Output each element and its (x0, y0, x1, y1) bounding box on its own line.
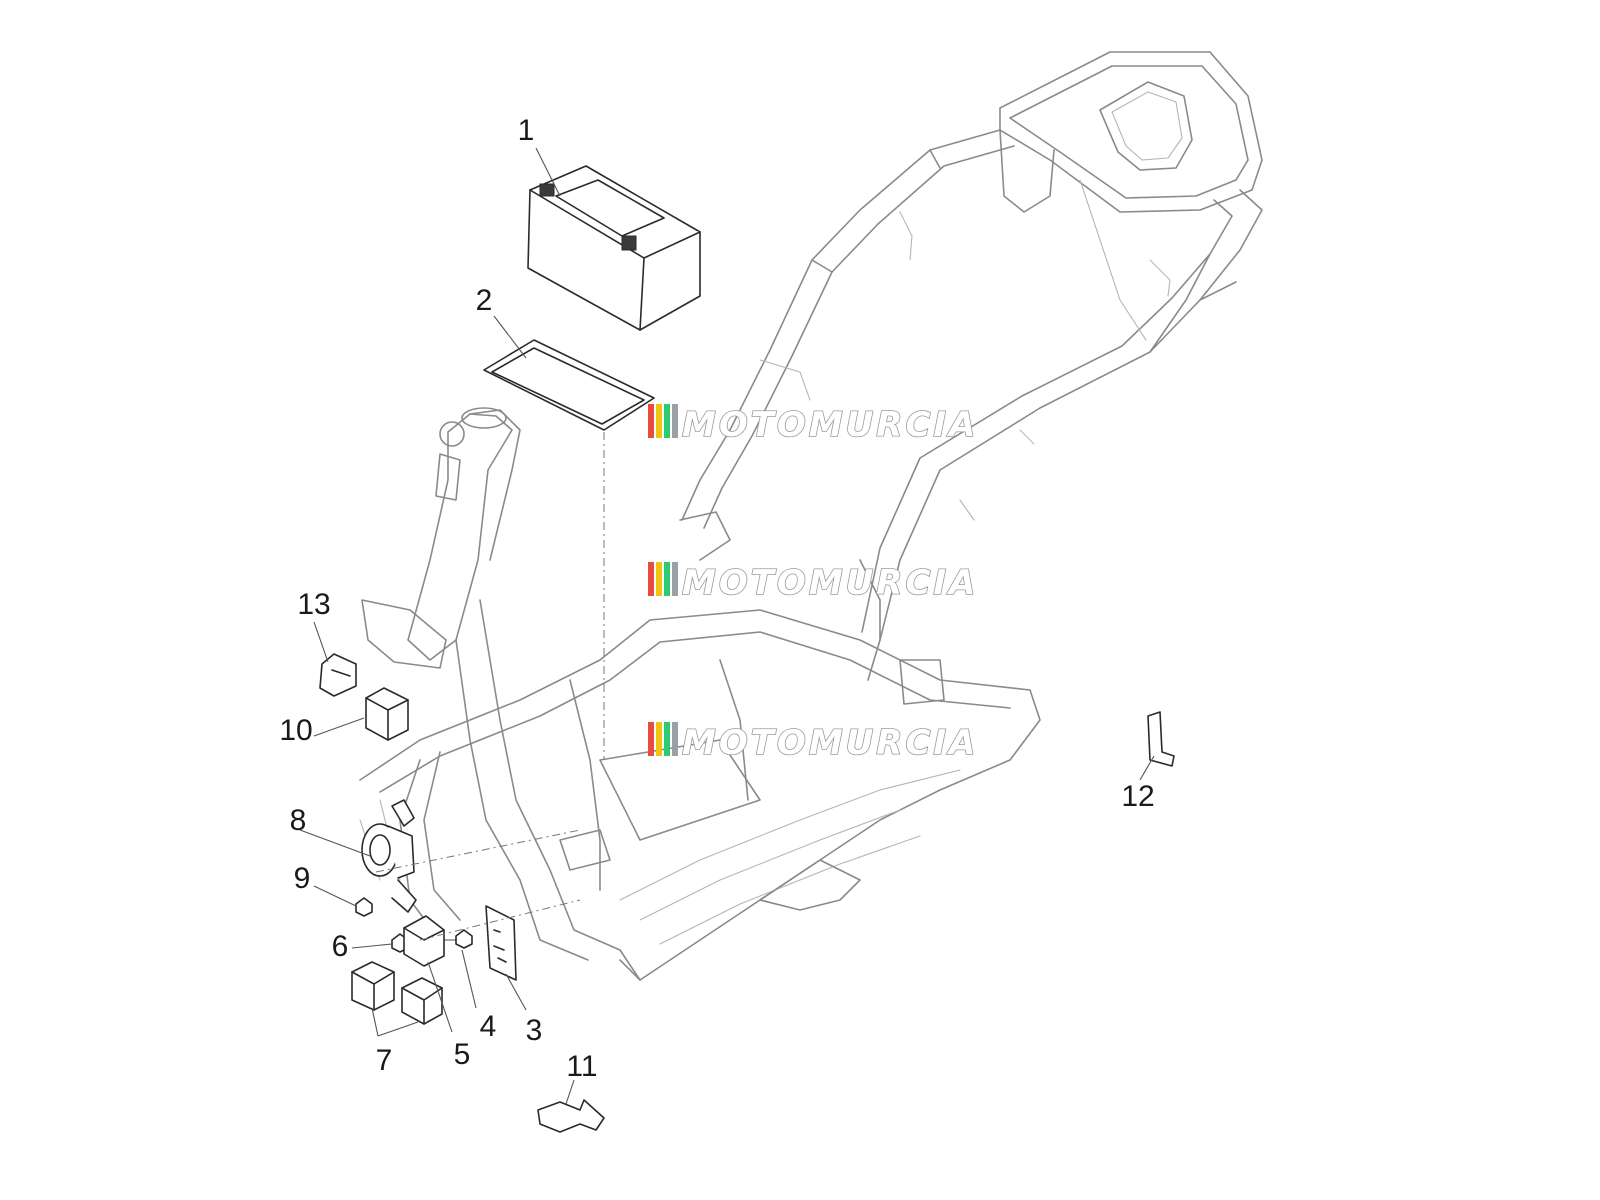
callout-13: 13 (297, 588, 330, 621)
part-horn[interactable] (361, 799, 417, 913)
watermark-text: MOTOMURCIA (682, 563, 978, 603)
watermark-3: MOTOMURCIA (648, 722, 978, 764)
callout-7: 7 (376, 1044, 393, 1077)
watermark-2: MOTOMURCIA (648, 562, 978, 604)
callout-3: 3 (526, 1014, 543, 1047)
callout-4: 4 (480, 1010, 497, 1043)
part-relay-10[interactable] (365, 687, 409, 741)
part-relays-7[interactable] (351, 961, 443, 1025)
callout-1: 1 (518, 114, 535, 147)
leader-lines (299, 147, 1155, 1105)
part-bracket-12[interactable] (1147, 711, 1175, 767)
part-bracket-3[interactable] (485, 905, 517, 981)
assembly-lines (375, 432, 605, 941)
callout-9: 9 (294, 862, 311, 895)
callout-6: 6 (332, 930, 349, 963)
wm-stripe-grey (672, 562, 678, 596)
scooter-frame (359, 51, 1263, 981)
wm-stripe-green (664, 562, 670, 596)
callout-11: 11 (566, 1050, 597, 1083)
watermark-text: MOTOMURCIA (682, 723, 978, 763)
part-connector-13[interactable] (319, 653, 357, 697)
wm-stripe-red (648, 562, 654, 596)
part-screw-9[interactable] (355, 897, 373, 917)
wm-stripe-green (664, 404, 670, 438)
part-battery[interactable] (527, 165, 701, 331)
callout-5: 5 (454, 1038, 471, 1071)
wm-stripe-yellow (656, 722, 662, 756)
wm-stripe-green (664, 722, 670, 756)
part-battery-pad[interactable] (483, 339, 655, 431)
wm-stripe-yellow (656, 404, 662, 438)
wm-stripe-grey (672, 404, 678, 438)
wm-stripe-red (648, 722, 654, 756)
part-bracket-11[interactable] (537, 1099, 605, 1133)
wm-stripe-grey (672, 722, 678, 756)
watermark-text: MOTOMURCIA (682, 405, 978, 445)
callout-8: 8 (290, 804, 307, 837)
callout-12: 12 (1121, 780, 1154, 813)
part-screw-4[interactable] (455, 929, 473, 949)
wm-stripe-red (648, 404, 654, 438)
callout-10: 10 (279, 714, 312, 747)
callout-2: 2 (476, 284, 493, 317)
part-regulator-5[interactable] (403, 915, 445, 967)
watermark-1: MOTOMURCIA (648, 404, 978, 446)
wm-stripe-yellow (656, 562, 662, 596)
callout-numbers: 1 2 3 4 5 6 7 8 9 10 11 12 13 (279, 114, 1154, 1083)
